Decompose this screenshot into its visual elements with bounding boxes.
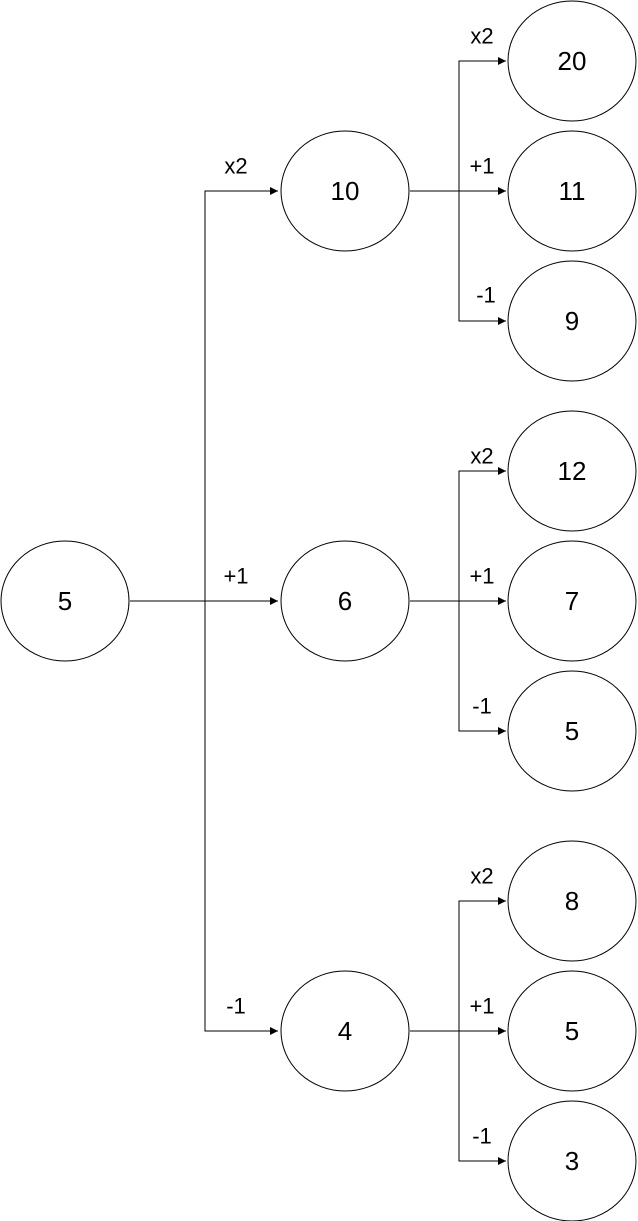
edge-label-n10-plus1: +1 (469, 154, 494, 179)
edge-label-n4-minus1: -1 (472, 1124, 492, 1149)
node-12: 12 (507, 410, 637, 532)
node-11-label: 11 (559, 176, 586, 206)
node-7-circle (507, 540, 637, 662)
level1-nodes: 10 6 4 (280, 130, 410, 1092)
edge-node-4-to-3 (458, 1031, 506, 1165)
node-8: 8 (507, 840, 637, 962)
node-9: 9 (507, 260, 637, 382)
node-root-circle (0, 540, 130, 662)
edge-node-6-to-5 (458, 601, 506, 735)
node-root: 5 (0, 540, 130, 662)
node-11-circle (507, 130, 637, 252)
edge-label-l1-minus1: -1 (226, 994, 246, 1019)
node-6: 6 (280, 540, 410, 662)
node-10-edges (410, 57, 506, 325)
node-3-label: 3 (565, 1146, 579, 1176)
edge-label-n6-x2: x2 (470, 444, 493, 469)
node-5-b: 5 (507, 670, 637, 792)
edge-label-n10-x2: x2 (470, 24, 493, 49)
node-4-label: 4 (338, 1016, 352, 1046)
edge-node-6-to-12 (458, 467, 506, 601)
node-11: 11 (507, 130, 637, 252)
node-4: 4 (280, 970, 410, 1092)
edge-labels: x2 +1 -1 x2 +1 -1 x2 +1 -1 x2 +1 -1 (223, 24, 495, 1149)
level2-nodes: 20 11 9 12 7 5 8 5 (507, 0, 637, 1221)
node-8-circle (507, 840, 637, 962)
edge-root-to-node-10 (204, 187, 278, 601)
edge-label-n6-plus1: +1 (469, 564, 494, 589)
node-12-label: 12 (558, 456, 587, 486)
node-10: 10 (280, 130, 410, 252)
node-4-circle (280, 970, 410, 1092)
node-5-b-label: 5 (565, 716, 579, 746)
node-6-circle (280, 540, 410, 662)
edge-label-n4-plus1: +1 (469, 994, 494, 1019)
edge-label-n4-x2: x2 (470, 864, 493, 889)
node-5-b-circle (507, 670, 637, 792)
node-20-circle (507, 0, 637, 122)
node-20: 20 (507, 0, 637, 122)
node-7: 7 (507, 540, 637, 662)
node-5-c-label: 5 (565, 1016, 579, 1046)
node-3: 3 (507, 1100, 637, 1221)
node-12-circle (507, 410, 637, 532)
node-8-label: 8 (565, 886, 579, 916)
edge-label-l1-plus1: +1 (223, 564, 248, 589)
edge-node-10-to-9 (458, 191, 506, 325)
node-root-label: 5 (58, 586, 72, 616)
node-4-edges (410, 897, 506, 1165)
node-20-label: 20 (558, 46, 587, 76)
root-edges (130, 187, 278, 1035)
edge-node-10-to-20 (458, 57, 506, 191)
edge-label-n10-minus1: -1 (476, 283, 496, 308)
node-6-label: 6 (338, 586, 352, 616)
node-7-label: 7 (565, 586, 579, 616)
node-5-c-circle (507, 970, 637, 1092)
node-5-c: 5 (507, 970, 637, 1092)
node-6-edges (410, 467, 506, 735)
node-10-circle (280, 130, 410, 252)
edge-label-l1-x2: x2 (224, 154, 247, 179)
node-10-label: 10 (331, 176, 360, 206)
edge-root-to-node-4 (204, 601, 278, 1035)
node-9-label: 9 (565, 306, 579, 336)
node-3-circle (507, 1100, 637, 1221)
edge-node-4-to-8 (458, 897, 506, 1031)
edge-label-n6-minus1: -1 (472, 694, 492, 719)
node-9-circle (507, 260, 637, 382)
